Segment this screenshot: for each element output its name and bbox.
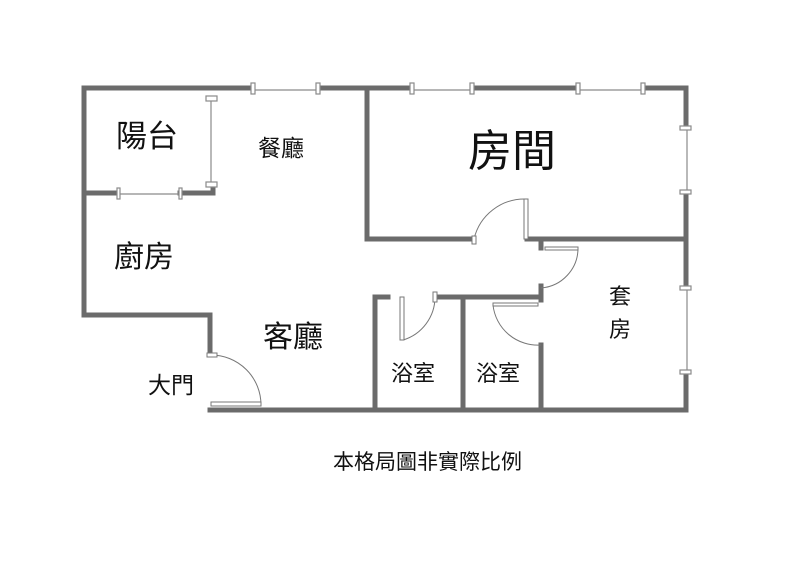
- room-label-suite-1: 套: [609, 285, 632, 310]
- doors: [206, 198, 579, 407]
- room-label-bath-1: 浴室: [391, 362, 436, 387]
- room-label-kitchen: 廚房: [114, 240, 174, 275]
- main-door-label: 大門: [148, 373, 194, 399]
- windows: [116, 82, 692, 375]
- room-label-bath-2: 浴室: [476, 362, 521, 387]
- walls: [81, 85, 689, 413]
- room-label-dining: 餐廳: [258, 136, 304, 162]
- room-label-living: 客廳: [263, 320, 323, 355]
- room-label-suite-2: 房: [609, 318, 632, 343]
- room-label-bedroom: 房間: [468, 126, 556, 177]
- room-label-balcony: 陽台: [116, 119, 178, 155]
- scale-disclaimer: 本格局圖非實際比例: [333, 450, 522, 474]
